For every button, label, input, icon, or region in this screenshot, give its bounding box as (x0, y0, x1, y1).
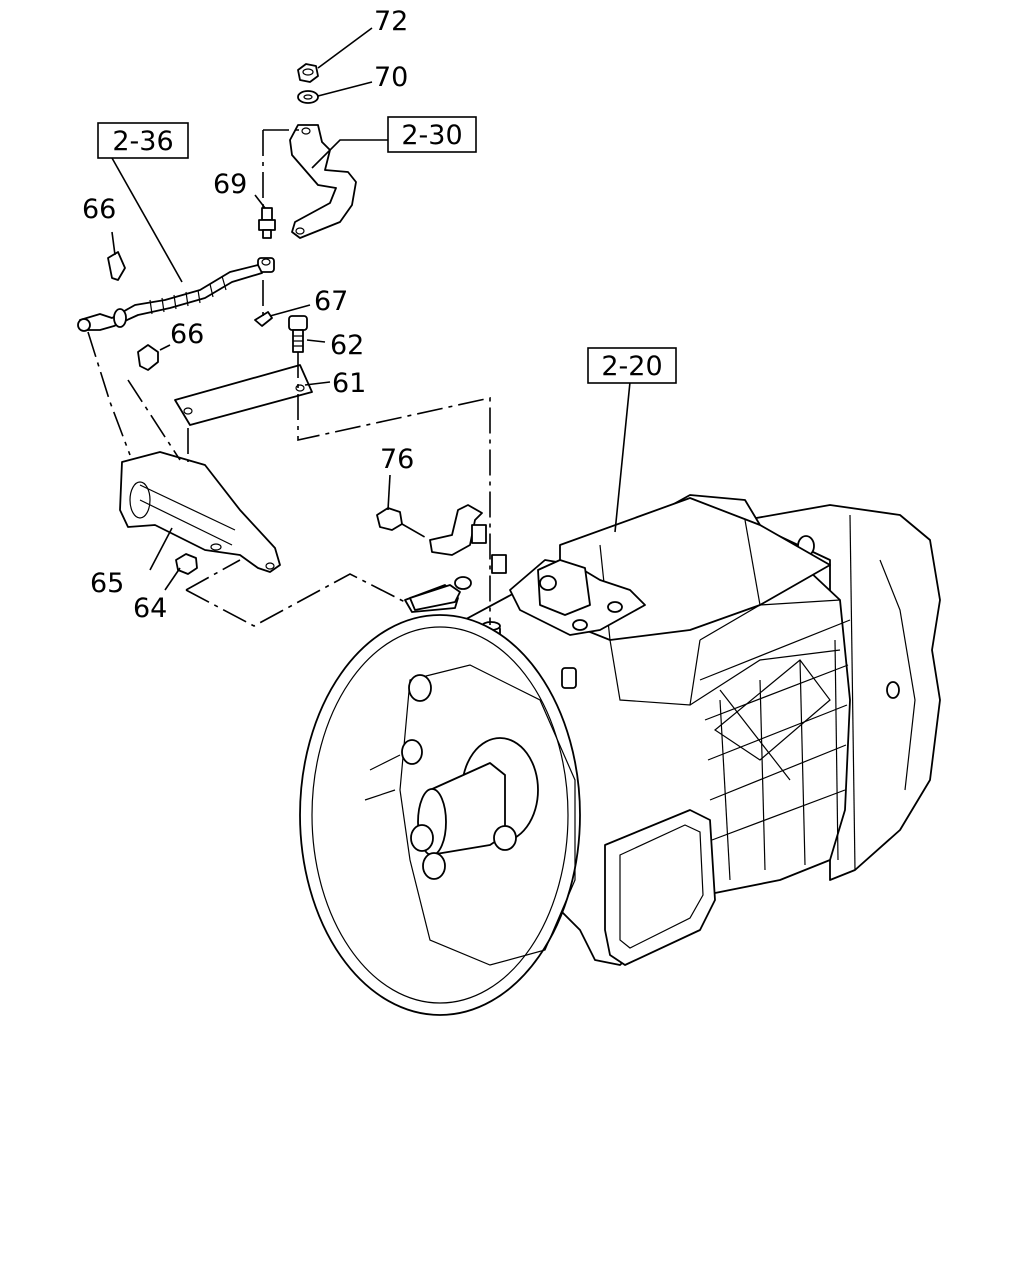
part-lever-bracket (289, 124, 357, 239)
label-64: 64 (133, 593, 167, 624)
label-61: 61 (332, 368, 366, 399)
part-64-nut (175, 553, 198, 575)
part-72-nut (297, 63, 319, 83)
label-66-top: 66 (82, 194, 116, 225)
label-69: 69 (213, 169, 247, 200)
reference-label-2-20: 2-20 (601, 351, 662, 382)
reference-box-2-36: 2-36 (97, 122, 189, 159)
part-66-clip-b (137, 344, 159, 371)
label-70: 70 (374, 62, 408, 93)
leader-lines (111, 27, 631, 591)
part-62-bolt (288, 315, 308, 353)
part-number-labels: 72 70 69 66 67 66 62 61 76 65 64 (82, 6, 414, 624)
part-61-plate (174, 364, 313, 426)
label-76: 76 (380, 444, 414, 475)
label-62: 62 (330, 330, 364, 361)
part-70-washer (297, 90, 319, 104)
part-69-stud (258, 207, 276, 239)
part-66-clip-a (107, 251, 126, 281)
part-shift-cable (77, 264, 263, 332)
part-65-bracket (119, 451, 281, 573)
center-lines (87, 129, 491, 627)
part-76-nut (376, 507, 403, 531)
transmission-assembly (299, 494, 941, 1016)
reference-label-2-36: 2-36 (112, 126, 173, 157)
label-66-middle: 66 (170, 319, 204, 350)
label-72: 72 (374, 6, 408, 37)
part-sensor (409, 584, 461, 611)
reference-box-2-20: 2-20 (587, 347, 677, 384)
part-switch-bracket (429, 504, 487, 556)
label-67: 67 (314, 286, 348, 317)
reference-label-2-30: 2-30 (401, 120, 462, 151)
reference-box-2-30: 2-30 (387, 116, 477, 153)
label-65: 65 (90, 568, 124, 599)
